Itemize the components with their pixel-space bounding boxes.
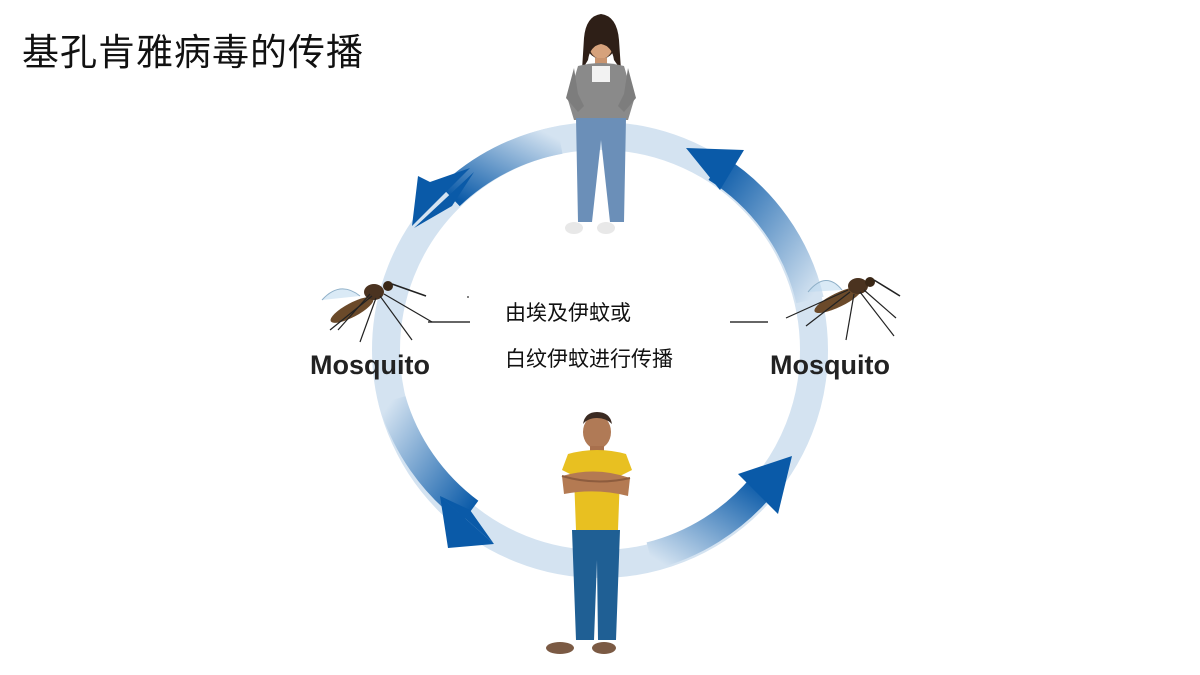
transmission-caption: 由埃及伊蚊或 白纹伊蚊进行传播 bbox=[505, 290, 725, 382]
cycle-arrow-bottom-left bbox=[378, 395, 494, 548]
mosquito-left bbox=[321, 281, 433, 343]
man-figure bbox=[546, 412, 632, 654]
mosquito-label-right: Mosquito bbox=[770, 350, 890, 380]
caption-line-2: 白纹伊蚊进行传播 bbox=[505, 347, 673, 371]
caption-line-1: 由埃及伊蚊或 bbox=[505, 301, 631, 325]
page-title: 基孔肯雅病毒的传播 bbox=[22, 31, 364, 74]
cycle-arrow-top-left bbox=[412, 126, 563, 228]
mosquito-label-left: Mosquito bbox=[310, 350, 430, 380]
cycle-arrow-bottom-right bbox=[646, 456, 792, 570]
woman-figure bbox=[565, 14, 636, 234]
cycle-arrow-top-right bbox=[686, 148, 824, 304]
mosquito-right bbox=[785, 277, 901, 341]
